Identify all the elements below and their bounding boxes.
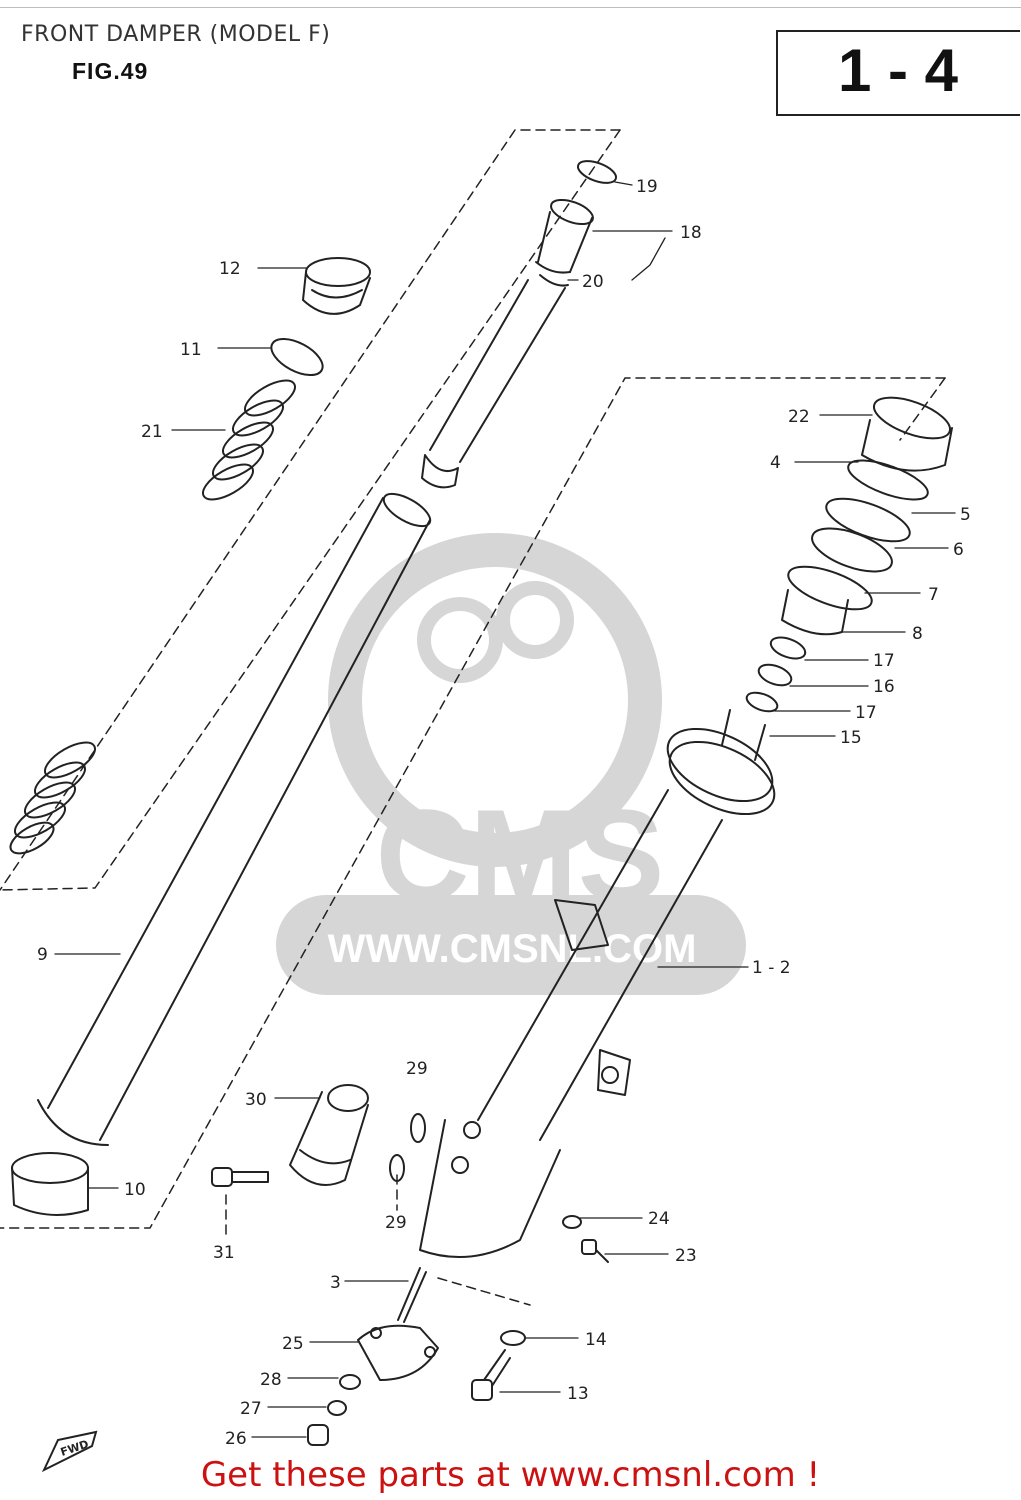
callout-28: 28 <box>260 1370 282 1390</box>
callout-22: 22 <box>788 407 810 427</box>
part-nut-26 <box>307 1424 329 1446</box>
figure-number: FIG.49 <box>72 58 149 84</box>
part-nut-27 <box>327 1400 347 1416</box>
callout-6: 6 <box>953 540 964 560</box>
callout-31: 31 <box>213 1243 235 1263</box>
callout-3: 3 <box>330 1273 341 1293</box>
part-washer-29-upper <box>410 1113 426 1143</box>
callout-23: 23 <box>675 1246 697 1266</box>
part-washer-28 <box>339 1374 361 1390</box>
callout-30: 30 <box>245 1090 267 1110</box>
part-bolt-31 <box>211 1167 269 1187</box>
callout-21: 21 <box>141 422 163 442</box>
part-spring-21 <box>202 379 296 501</box>
callout-13: 13 <box>567 1384 589 1404</box>
callout-17-lower: 17 <box>855 703 877 723</box>
part-bolt-23 <box>581 1239 609 1263</box>
part-damper-rod <box>421 160 618 489</box>
callout-25: 25 <box>282 1334 304 1354</box>
callout-29-upper: 29 <box>406 1059 428 1079</box>
callout-27: 27 <box>240 1399 262 1419</box>
page-number-box <box>776 30 1020 116</box>
page-title: FRONT DAMPER (MODEL F) <box>21 22 331 47</box>
part-seal-stack <box>745 396 953 713</box>
part-stud-3 <box>397 1267 427 1323</box>
watermark-logo: CMS WWW.CMSNL.COM <box>276 533 746 995</box>
callout-7: 7 <box>928 585 939 605</box>
page-number: 1 - 4 <box>837 37 959 104</box>
part-spring-lower <box>9 741 96 855</box>
callout-11: 11 <box>180 340 202 360</box>
part-banjo-30 <box>289 1084 369 1186</box>
part-washer-14 <box>500 1330 526 1346</box>
purchase-link-banner[interactable]: Get these parts at www.cmsnl.com ! <box>200 1455 821 1495</box>
callout-18: 18 <box>680 223 702 243</box>
callout-29-lower: 29 <box>385 1213 407 1233</box>
callout-26: 26 <box>225 1429 247 1449</box>
callout-17-upper: 17 <box>873 651 895 671</box>
watermark-logo-text: CMS <box>376 782 665 928</box>
part-outer-tube-1-2 <box>419 709 776 1259</box>
part-axle-holder-25 <box>357 1324 439 1381</box>
callout-5: 5 <box>960 505 971 525</box>
leader-lines <box>54 181 956 1438</box>
callout-9: 9 <box>37 945 48 965</box>
callout-14: 14 <box>585 1330 607 1350</box>
top-rule <box>0 7 1021 8</box>
callout-16: 16 <box>873 677 895 697</box>
callout-10: 10 <box>124 1180 146 1200</box>
part-washer-29-lower <box>389 1154 405 1182</box>
callout-24: 24 <box>648 1209 670 1229</box>
callout-19: 19 <box>636 177 658 197</box>
callout-1-2: 1 - 2 <box>752 958 791 978</box>
callout-20: 20 <box>582 272 604 292</box>
part-bolt-13 <box>471 1349 511 1401</box>
part-inner-tube-9 <box>37 492 432 1146</box>
callout-12: 12 <box>219 259 241 279</box>
callout-15: 15 <box>840 728 862 748</box>
callout-4: 4 <box>770 453 781 473</box>
callout-8: 8 <box>912 624 923 644</box>
part-oring-11 <box>270 337 324 377</box>
part-bush-10 <box>11 1152 89 1216</box>
callout-labels: 19 18 12 20 11 21 22 4 5 6 7 8 17 16 17 … <box>37 177 971 1449</box>
watermark-url: WWW.CMSNL.COM <box>328 927 697 971</box>
guide-lines <box>0 129 946 1306</box>
part-washer-24 <box>562 1215 582 1229</box>
part-cap-bolt-12 <box>302 257 371 315</box>
